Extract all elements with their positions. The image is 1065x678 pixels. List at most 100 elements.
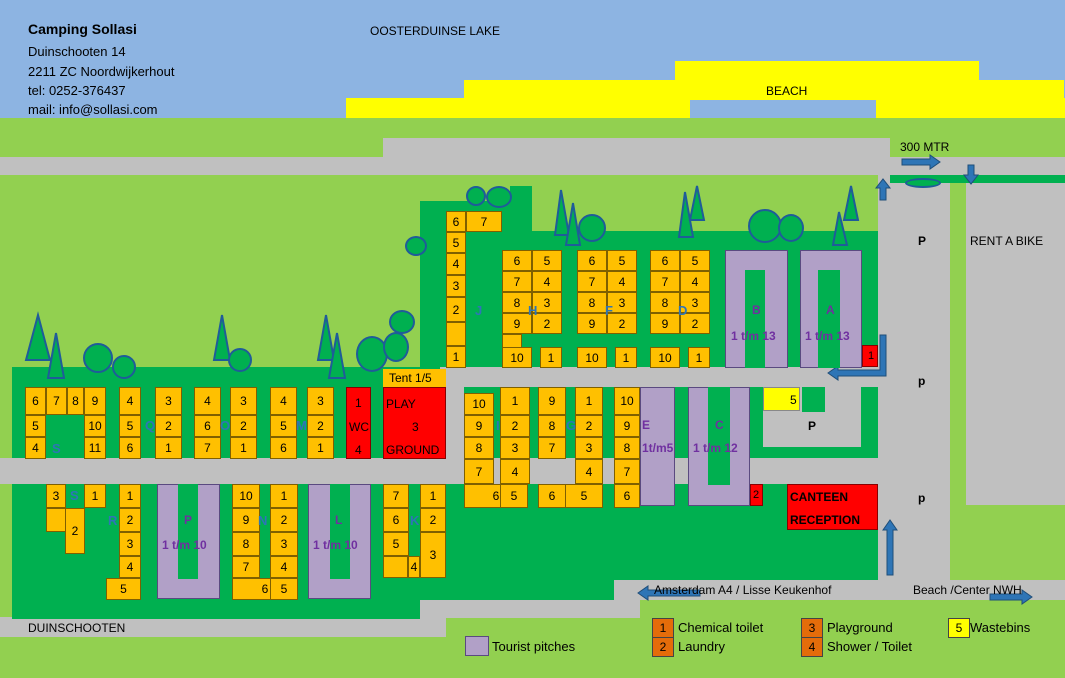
camping-pitch[interactable]: 4: [270, 556, 298, 578]
camping-pitch[interactable]: 2: [607, 313, 637, 334]
camping-pitch[interactable]: 5: [607, 250, 637, 271]
camping-pitch[interactable]: 6: [650, 250, 680, 271]
camping-pitch[interactable]: 3: [230, 387, 257, 415]
camping-pitch[interactable]: 3: [575, 437, 603, 459]
camping-pitch[interactable]: 5: [500, 484, 528, 508]
camping-pitch[interactable]: 3: [532, 292, 562, 313]
camping-pitch[interactable]: 2: [420, 508, 446, 532]
camping-pitch[interactable]: 2: [270, 508, 298, 532]
camping-pitch[interactable]: 4: [607, 271, 637, 292]
camping-pitch[interactable]: 6: [119, 437, 141, 459]
camping-pitch[interactable]: 1: [84, 484, 106, 508]
camping-pitch[interactable]: 7: [577, 271, 607, 292]
camping-pitch[interactable]: [383, 556, 408, 578]
camping-pitch[interactable]: 5: [446, 232, 466, 253]
camping-pitch[interactable]: 4: [25, 437, 46, 459]
camping-pitch[interactable]: 5: [270, 415, 297, 437]
camping-pitch[interactable]: 8: [232, 532, 260, 556]
camping-pitch[interactable]: 4: [575, 459, 603, 484]
camping-pitch[interactable]: 7: [614, 459, 640, 484]
camping-pitch[interactable]: 6: [194, 415, 221, 437]
camping-pitch[interactable]: 6: [538, 484, 566, 508]
camping-pitch[interactable]: 10: [232, 484, 260, 508]
camping-pitch[interactable]: 1: [615, 347, 637, 368]
camping-pitch[interactable]: 6: [25, 387, 46, 415]
camping-pitch[interactable]: 2: [307, 415, 334, 437]
camping-pitch[interactable]: 11: [84, 437, 106, 459]
camping-pitch[interactable]: 1: [307, 437, 334, 459]
camping-pitch[interactable]: 3: [500, 437, 530, 459]
camping-pitch[interactable]: 2: [500, 415, 530, 437]
camping-pitch[interactable]: 4: [408, 556, 420, 578]
camping-pitch[interactable]: 9: [502, 313, 532, 334]
camping-pitch[interactable]: 1: [575, 387, 603, 415]
camping-pitch[interactable]: 5: [106, 578, 141, 600]
camping-pitch[interactable]: 7: [650, 271, 680, 292]
camping-pitch[interactable]: 8: [650, 292, 680, 313]
camping-pitch[interactable]: 2: [119, 508, 141, 532]
camping-pitch[interactable]: 4: [446, 253, 466, 275]
camping-pitch[interactable]: 6: [614, 484, 640, 508]
camping-pitch[interactable]: 7: [538, 437, 566, 459]
camping-pitch[interactable]: 8: [502, 292, 532, 313]
camping-pitch[interactable]: 8: [614, 437, 640, 459]
camping-pitch[interactable]: 2: [65, 508, 85, 554]
camping-pitch[interactable]: 1: [540, 347, 562, 368]
camping-pitch[interactable]: 7: [502, 271, 532, 292]
camping-pitch[interactable]: 10: [577, 347, 607, 368]
camping-pitch[interactable]: 3: [607, 292, 637, 313]
chemical-toilet-right[interactable]: [862, 345, 878, 367]
camping-pitch[interactable]: 5: [565, 484, 603, 508]
camping-pitch[interactable]: 2: [532, 313, 562, 334]
camping-pitch[interactable]: 1: [446, 346, 466, 368]
camping-pitch[interactable]: 3: [155, 387, 182, 415]
camping-pitch[interactable]: 3: [680, 292, 710, 313]
camping-pitch[interactable]: 7: [194, 437, 221, 459]
camping-pitch[interactable]: 7: [464, 459, 494, 484]
camping-pitch[interactable]: 4: [119, 556, 141, 578]
camping-pitch[interactable]: 1: [230, 437, 257, 459]
camping-pitch[interactable]: [446, 322, 466, 346]
camping-pitch[interactable]: 2: [680, 313, 710, 334]
camping-pitch[interactable]: 8: [577, 292, 607, 313]
wastebins[interactable]: [763, 387, 800, 411]
camping-pitch[interactable]: [46, 508, 66, 532]
camping-pitch[interactable]: 3: [46, 484, 66, 508]
camping-pitch[interactable]: 7: [46, 387, 67, 415]
camping-pitch[interactable]: 4: [680, 271, 710, 292]
camping-pitch[interactable]: 4: [119, 387, 141, 415]
camping-pitch[interactable]: 5: [680, 250, 710, 271]
camping-pitch[interactable]: 10: [502, 347, 532, 368]
camping-pitch[interactable]: 4: [532, 271, 562, 292]
camping-pitch[interactable]: 1: [420, 484, 446, 508]
laundry-building[interactable]: [750, 484, 763, 506]
camping-pitch[interactable]: 1: [155, 437, 182, 459]
camping-pitch[interactable]: 9: [538, 387, 566, 415]
camping-pitch[interactable]: 4: [270, 387, 297, 415]
camping-pitch[interactable]: 5: [25, 415, 46, 437]
camping-pitch[interactable]: 9: [232, 508, 260, 532]
camping-pitch[interactable]: 10: [84, 415, 106, 437]
tourist-zone-e[interactable]: [640, 387, 675, 506]
camping-pitch[interactable]: 8: [464, 437, 494, 459]
camping-pitch[interactable]: 2: [575, 415, 603, 437]
camping-pitch[interactable]: 6: [270, 437, 297, 459]
camping-pitch[interactable]: 5: [119, 415, 141, 437]
camping-pitch[interactable]: 8: [67, 387, 84, 415]
playground[interactable]: [383, 387, 446, 459]
camping-pitch[interactable]: 3: [119, 532, 141, 556]
camping-pitch[interactable]: 1: [500, 387, 530, 415]
camping-pitch[interactable]: 7: [232, 556, 260, 578]
camping-pitch[interactable]: 10: [464, 393, 494, 415]
camping-pitch[interactable]: 5: [383, 532, 409, 556]
camping-pitch[interactable]: 9: [650, 313, 680, 334]
camping-pitch[interactable]: 2: [446, 297, 466, 322]
canteen-reception[interactable]: [787, 484, 878, 530]
camping-pitch[interactable]: 7: [383, 484, 409, 508]
camping-pitch[interactable]: 1: [119, 484, 141, 508]
camping-pitch[interactable]: 2: [155, 415, 182, 437]
camping-pitch[interactable]: 10: [650, 347, 680, 368]
camping-pitch[interactable]: 6: [577, 250, 607, 271]
camping-pitch[interactable]: 9: [84, 387, 106, 415]
camping-pitch[interactable]: 10: [614, 387, 640, 415]
